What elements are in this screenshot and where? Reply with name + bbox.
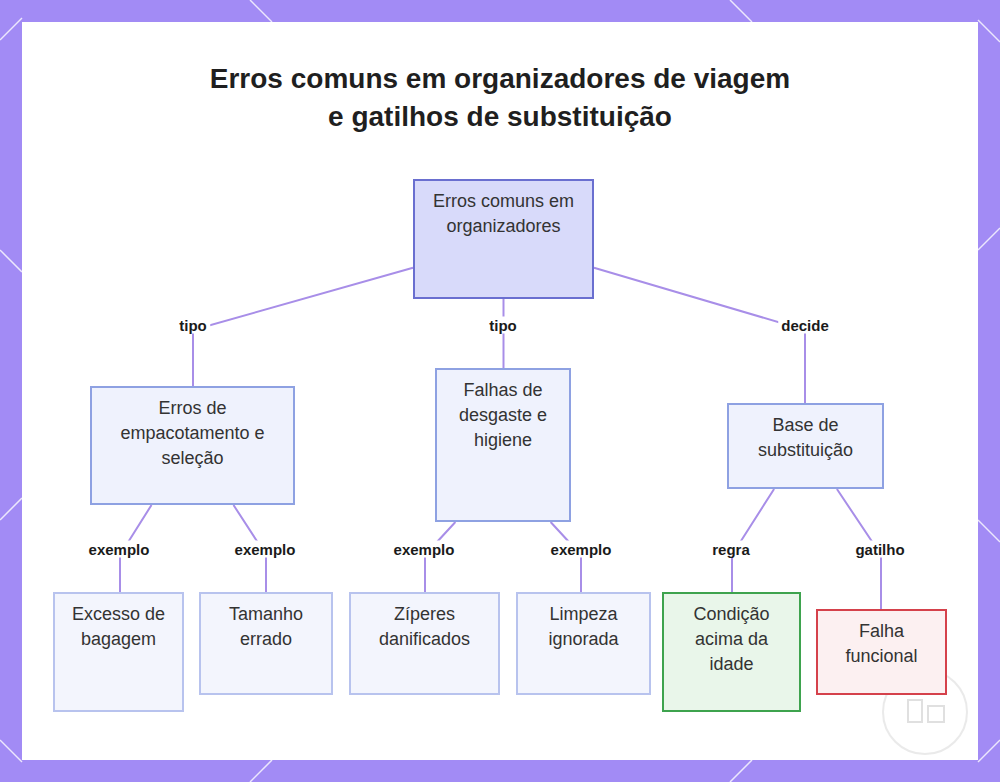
- example-box: Limpeza ignorada: [516, 592, 651, 695]
- category-box: Erros de empacotamento e seleção: [90, 386, 295, 505]
- node-text: Erros de empacotamento e seleção: [100, 396, 285, 471]
- category-box: Base de substituição: [727, 403, 884, 489]
- node-text: Excesso de bagagem: [63, 602, 174, 652]
- node-text: Base de substituição: [737, 413, 874, 463]
- edge-label: tipo: [176, 317, 210, 334]
- node-text: Limpeza ignorada: [526, 602, 641, 652]
- edge-label: exemplo: [86, 541, 153, 558]
- node-text: Condição acima da idade: [672, 602, 791, 677]
- connector-line: [234, 505, 267, 592]
- node-text: Falhas de desgaste e higiene: [445, 378, 561, 453]
- connector-line: [732, 489, 774, 592]
- node-text: Erros comuns em organizadores: [423, 189, 584, 239]
- connector-line: [120, 505, 152, 592]
- example-box: Tamanho errado: [199, 592, 333, 695]
- node-text: Tamanho errado: [209, 602, 323, 652]
- category-box: Falhas de desgaste e higiene: [435, 368, 571, 522]
- connector-line: [503, 299, 505, 368]
- node-text: Zíperes danificados: [359, 602, 490, 652]
- root-box: Erros comuns em organizadores: [413, 179, 594, 299]
- connector-line: [193, 268, 413, 386]
- connector-line: [425, 522, 455, 592]
- example-box: Excesso de bagagem: [53, 592, 184, 712]
- edge-label: exemplo: [548, 541, 615, 558]
- edge-label: regra: [709, 541, 753, 558]
- edge-label: tipo: [486, 317, 520, 334]
- edge-label: exemplo: [232, 541, 299, 558]
- connector-line: [551, 522, 581, 592]
- connector-line: [594, 268, 805, 403]
- example-box: Zíperes danificados: [349, 592, 500, 695]
- diagram-title: Erros comuns em organizadores de viagem …: [200, 60, 800, 136]
- example-box: Falha funcional: [816, 609, 947, 695]
- node-text: Falha funcional: [826, 619, 937, 669]
- edge-label: exemplo: [391, 541, 458, 558]
- edge-label: decide: [778, 317, 832, 334]
- connector-line: [837, 489, 881, 609]
- example-box: Condição acima da idade: [662, 592, 801, 712]
- edge-label: gatilho: [852, 541, 907, 558]
